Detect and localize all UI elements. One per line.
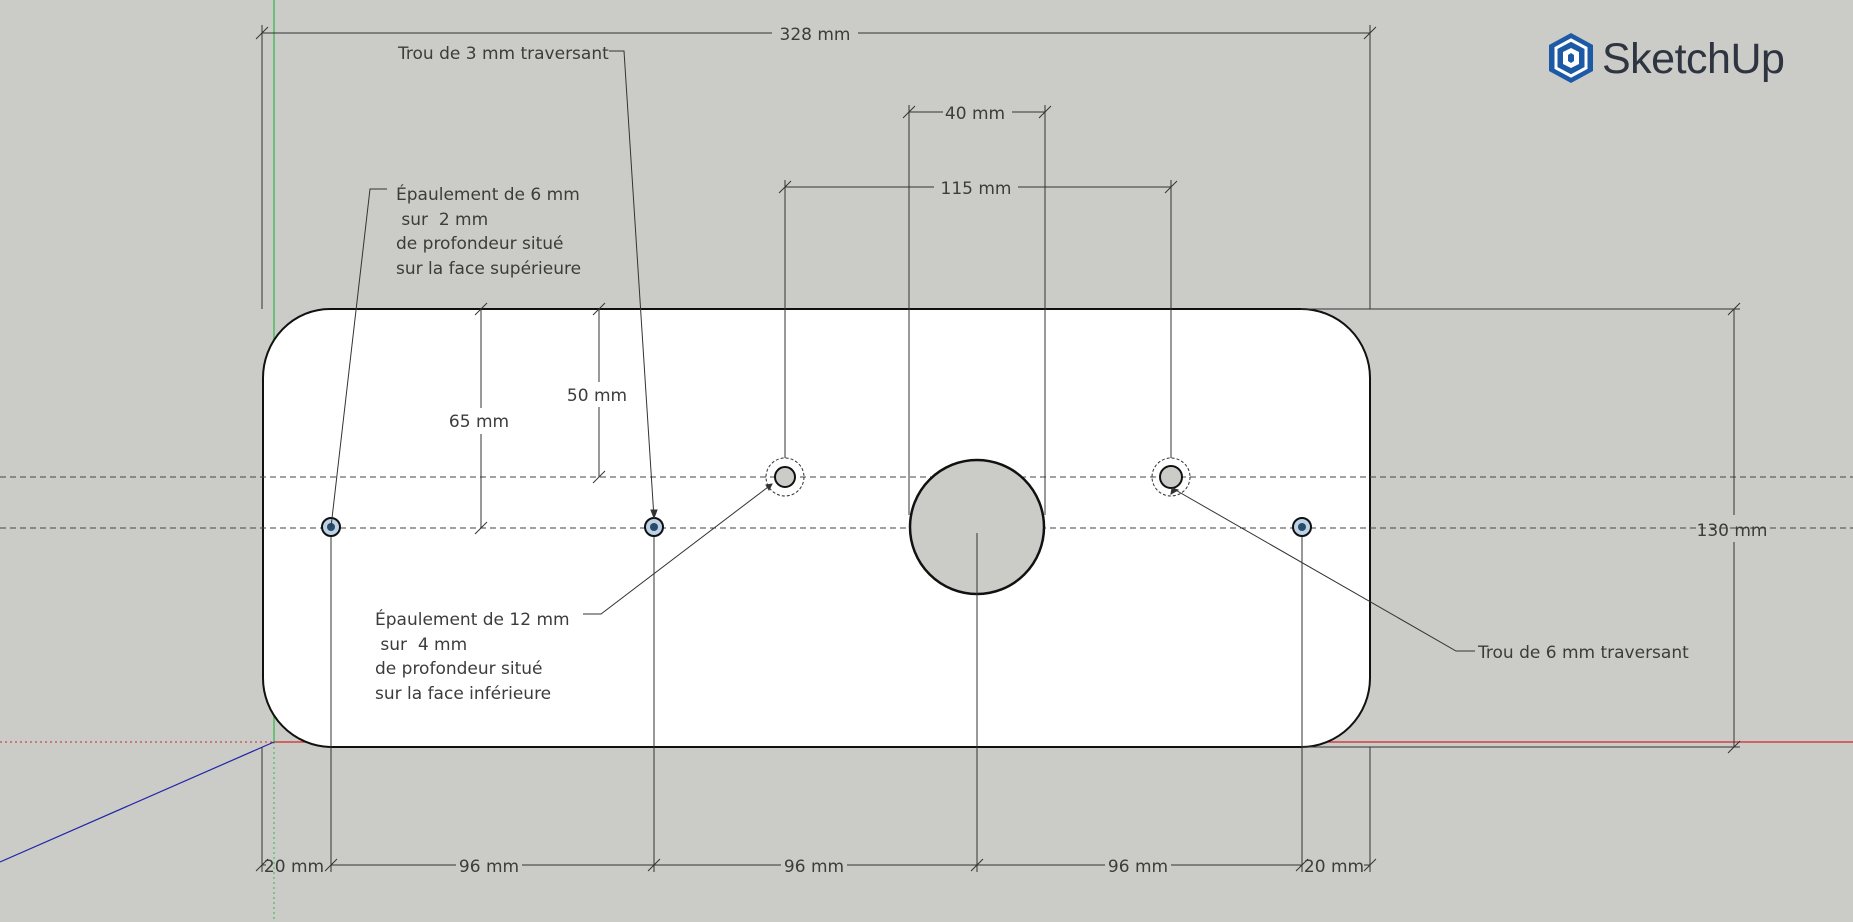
leader-lines	[330, 50, 1475, 652]
sketchup-brand: SketchUp	[1549, 33, 1785, 83]
hole-6-right[interactable]	[1151, 457, 1191, 497]
label-shoulder-12-line-2: sur 4 mm	[375, 635, 467, 655]
label-shoulder-12-line-1: Épaulement de 12 mm	[375, 608, 570, 630]
dim-bottom-span-3[interactable]: 96 mm	[1108, 857, 1168, 877]
dimension-lines	[255, 25, 1741, 872]
dim-bottom-right-edge[interactable]: 20 mm	[1304, 857, 1364, 877]
label-through-hole-6[interactable]: Trou de 6 mm traversant	[1477, 643, 1689, 663]
dim-overall-height[interactable]: 130 mm	[1697, 521, 1768, 541]
dim-bottom-span-1[interactable]: 96 mm	[459, 857, 519, 877]
hole-shoulder-6-middle[interactable]	[644, 517, 664, 537]
dim-height-65[interactable]: 65 mm	[449, 412, 509, 432]
dim-center-gap[interactable]: 40 mm	[945, 104, 1005, 124]
blue-axis-negative	[0, 741, 275, 863]
dim-bottom-span-2[interactable]: 96 mm	[784, 857, 844, 877]
label-shoulder-6-line-4: sur la face supérieure	[396, 259, 581, 279]
label-shoulder-6-line-2: sur 2 mm	[396, 210, 488, 230]
label-shoulder-12-line-3: de profondeur situé	[375, 659, 543, 679]
hole-6-left[interactable]	[765, 457, 805, 497]
dimension-texts: 328 mm 40 mm 115 mm 65 mm 50 mm 130 mm 2…	[264, 25, 1768, 877]
hole-shoulder-6-right[interactable]	[1292, 517, 1312, 537]
sketchup-logo-icon	[1549, 33, 1593, 83]
holes	[321, 457, 1312, 596]
label-shoulder-6-line-1: Épaulement de 6 mm	[396, 183, 580, 205]
label-shoulder-6[interactable]: Épaulement de 6 mm sur 2 mm de profondeu…	[396, 183, 618, 279]
sketchup-wordmark: SketchUp	[1602, 35, 1784, 83]
guide-lines	[0, 476, 1853, 529]
annotation-labels: Trou de 3 mm traversant Épaulement de 6 …	[375, 44, 1689, 704]
dim-height-50[interactable]: 50 mm	[567, 386, 627, 406]
label-through-hole-3[interactable]: Trou de 3 mm traversant	[397, 44, 609, 64]
dim-mid-holes-spacing[interactable]: 115 mm	[941, 179, 1012, 199]
label-shoulder-12-line-4: sur la face inférieure	[375, 684, 551, 704]
dim-overall-width[interactable]: 328 mm	[780, 25, 851, 45]
label-shoulder-6-line-3: de profondeur situé	[396, 234, 564, 254]
dim-bottom-left-edge[interactable]: 20 mm	[264, 857, 324, 877]
label-shoulder-12[interactable]: Épaulement de 12 mm sur 4 mm de profonde…	[375, 608, 607, 704]
